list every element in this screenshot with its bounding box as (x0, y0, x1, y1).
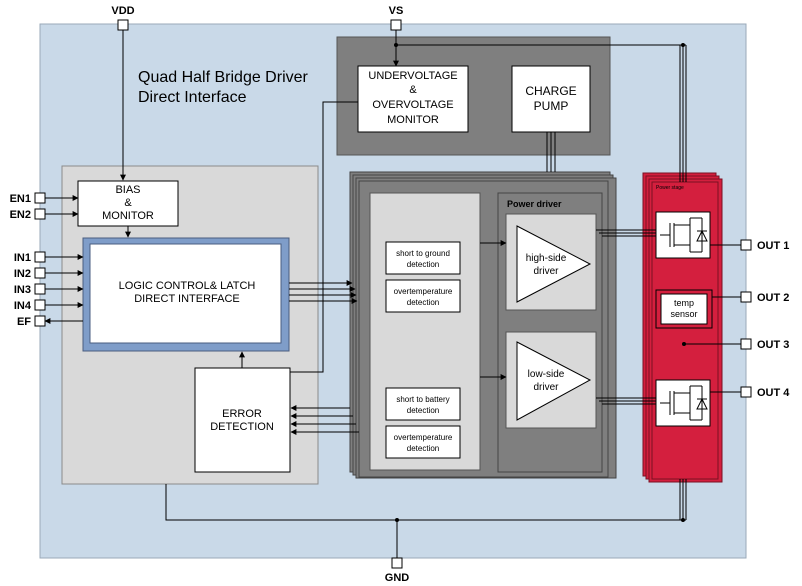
bias-monitor-block (77, 180, 179, 227)
short-to-battery-detection (385, 387, 461, 421)
temp-sensor-block (660, 293, 708, 325)
bias-amp: & (124, 197, 132, 209)
bias-monitor-label: MONITOR (102, 210, 154, 222)
uvov-label-2: & (409, 84, 417, 96)
pin-in3: IN3 (14, 283, 46, 296)
short-gnd-label-2: detection (407, 260, 439, 269)
uvov-label-1: UNDERVOLTAGE (368, 70, 457, 82)
pin-out4-label: OUT 4 (757, 387, 790, 399)
pin-vs-label: VS (389, 5, 404, 17)
pin-gnd: GND (385, 557, 410, 584)
pin-en2: EN2 (10, 208, 46, 221)
overtemp1-label-1: overtemperature (394, 287, 453, 296)
low-side-label-1: low-side (528, 369, 565, 380)
high-side-mosfet (655, 211, 711, 259)
low-side-driver-triangle (516, 341, 592, 421)
high-side-label-2: driver (533, 266, 559, 277)
overtemp2-label-2: detection (407, 444, 439, 453)
error-detection-block (194, 367, 291, 473)
short-bat-label-2: detection (407, 406, 439, 415)
detection-column (369, 192, 481, 471)
pin-vdd-label: VDD (111, 5, 134, 17)
overtemp-detection-1 (385, 279, 461, 313)
logic-control-label-1: LOGIC CONTROL& LATCH (119, 280, 256, 292)
pin-in4-label: IN4 (14, 300, 32, 312)
uvov-label-4: MONITOR (387, 114, 439, 126)
logic-control-block (89, 243, 282, 344)
pin-in2: IN2 (14, 267, 46, 280)
short-bat-label-1: short to battery (396, 395, 449, 404)
pin-in1: IN1 (14, 251, 46, 264)
short-gnd-label-1: short to ground (396, 249, 450, 258)
pin-out3-label: OUT 3 (757, 339, 789, 351)
pin-gnd-label: GND (385, 572, 410, 584)
pin-ef: EF (17, 315, 46, 328)
error-label-2: DETECTION (210, 421, 274, 433)
overtemp-detection-2 (385, 425, 461, 459)
pin-vs: VS (389, 5, 404, 31)
high-side-driver-triangle (516, 225, 592, 303)
pin-out4: OUT 4 (740, 386, 790, 399)
pin-en1-label: EN1 (10, 193, 31, 205)
pin-out2-label: OUT 2 (757, 292, 789, 304)
wiring (44, 30, 741, 558)
overtemp1-label-2: detection (407, 298, 439, 307)
temp-sensor-label-1: temp (674, 298, 694, 308)
power-driver-title: Power driver (507, 199, 562, 209)
pin-en1: EN1 (10, 192, 46, 205)
high-side-label-1: high-side (526, 253, 567, 264)
uvov-monitor-block (357, 65, 469, 133)
short-to-ground-detection (385, 241, 461, 275)
pin-en2-label: EN2 (10, 209, 31, 221)
pin-out2: OUT 2 (740, 291, 789, 304)
bias-label: BIAS (115, 184, 140, 196)
low-side-label-2: driver (533, 382, 559, 393)
pin-out1: OUT 1 (740, 239, 789, 252)
pin-ef-label: EF (17, 316, 31, 328)
logic-control-label-2: DIRECT INTERFACE (134, 293, 240, 305)
pin-in2-label: IN2 (14, 268, 31, 280)
error-label-1: ERROR (222, 408, 262, 420)
charge-pump-block (511, 65, 591, 133)
uvov-label-3: OVERVOLTAGE (372, 99, 453, 111)
pin-in1-label: IN1 (14, 252, 31, 264)
charge-pump-label-2: PUMP (534, 99, 569, 113)
diagram-title-line2: Direct Interface (138, 89, 247, 106)
power-stage-title: Power stage (656, 185, 684, 191)
pin-vdd: VDD (111, 5, 135, 31)
pin-out1-label: OUT 1 (757, 240, 789, 252)
temp-sensor-label-2: sensor (670, 309, 697, 319)
charge-pump-label-1: CHARGE (525, 84, 576, 98)
pin-in3-label: IN3 (14, 284, 31, 296)
pin-out3: OUT 3 (740, 338, 789, 351)
overtemp2-label-1: overtemperature (394, 433, 453, 442)
pin-in4: IN4 (14, 299, 46, 312)
low-side-mosfet (655, 379, 711, 427)
diagram-title-line1: Quad Half Bridge Driver (138, 69, 309, 86)
